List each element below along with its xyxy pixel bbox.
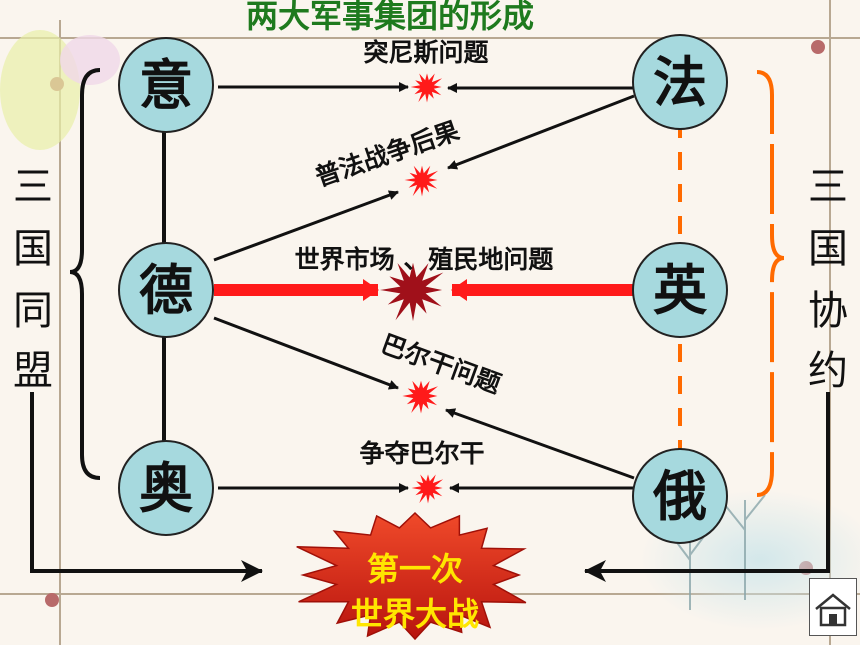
- country-italy-label: 意: [139, 54, 193, 117]
- conflict-arrows: [213, 82, 635, 493]
- country-britain-label: 英: [653, 259, 708, 322]
- explosion-icon-contest: [411, 474, 444, 504]
- entente-char-1: 三: [808, 164, 848, 210]
- home-button[interactable]: [809, 578, 857, 636]
- arrow-france-franco-prussian: [447, 94, 635, 170]
- home-icon: [815, 593, 851, 627]
- country-russia-label: 俄: [652, 465, 707, 528]
- country-austria-label: 奥: [139, 457, 193, 520]
- country-italy: 意: [118, 37, 214, 133]
- label-tunisia-question: 突尼斯问题: [363, 38, 488, 67]
- country-germany: 德: [118, 242, 214, 338]
- page-title: 两大军事集团的形成: [246, 0, 534, 35]
- explosion-icon-balkans: [402, 380, 438, 414]
- arrow-russia-balkans: [445, 408, 635, 480]
- alliance-char-4: 盟: [13, 348, 53, 394]
- entente-char-3: 协: [808, 288, 848, 334]
- alliance-char-3: 同: [13, 288, 53, 334]
- triple-alliance-label: 三 国 同 盟: [13, 164, 53, 394]
- explosion-icon-franco-prussian: [404, 165, 439, 197]
- triple-alliance-brace: [69, 68, 101, 480]
- arrow-germany-franco-prussian: [213, 190, 399, 262]
- country-germany-label: 德: [139, 259, 193, 322]
- entente-char-2: 国: [808, 226, 848, 272]
- country-france-label: 法: [653, 51, 707, 114]
- triple-entente-label: 三 国 协 约: [808, 164, 848, 394]
- war-label-line1: 第一次: [367, 550, 463, 588]
- war-label-line2: 世界大战: [351, 595, 479, 633]
- country-france: 法: [632, 34, 728, 130]
- entente-char-4: 约: [808, 348, 848, 394]
- label-market-colony-question: 世界市场 、殖民地问题: [295, 245, 554, 274]
- label-contest-balkans: 争夺巴尔干: [359, 439, 484, 468]
- explosion-icon-market: [380, 262, 444, 322]
- arrow-germany-balkans: [213, 316, 399, 390]
- country-austria: 奥: [118, 440, 214, 536]
- country-russia: 俄: [632, 448, 728, 544]
- alliance-char-1: 三: [13, 164, 53, 210]
- country-britain: 英: [632, 242, 728, 338]
- triple-entente-brace: [756, 70, 785, 497]
- alliance-char-2: 国: [13, 226, 53, 272]
- label-franco-prussian-aftermath: 普法战争后果: [312, 116, 463, 192]
- explosion-icon-tunisia: [410, 73, 443, 103]
- war-connectors: [30, 392, 830, 582]
- world-war-one-burst: 第一次 世界大战: [296, 511, 527, 641]
